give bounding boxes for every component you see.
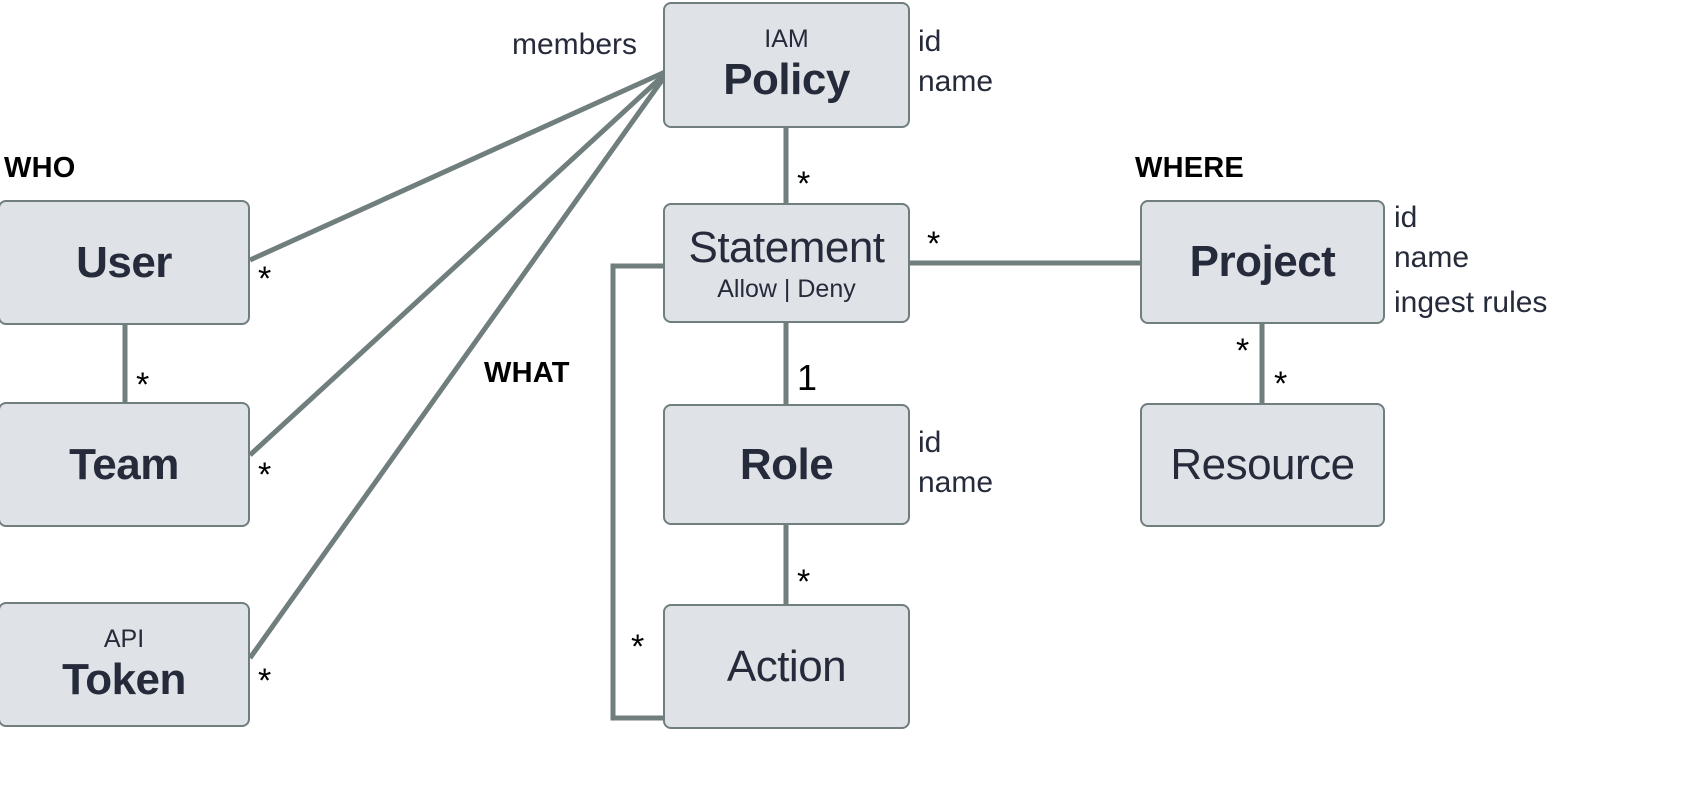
node-action[interactable]: Action — [663, 604, 910, 729]
mult-statement-role: 1 — [797, 357, 818, 398]
mult-team-policy: * — [258, 456, 272, 494]
node-project-title: Project — [1189, 237, 1336, 286]
node-role[interactable]: Role — [663, 404, 910, 525]
node-api-token-title: Token — [62, 654, 186, 704]
node-project[interactable]: Project — [1140, 200, 1385, 324]
edge-token-policy — [247, 74, 668, 660]
node-policy-sub: IAM — [764, 25, 809, 53]
mult-project-resource-bottom: * — [1274, 365, 1288, 403]
node-action-title: Action — [726, 641, 847, 691]
mult-role-action: * — [797, 563, 811, 601]
attr-policy-name: name — [918, 65, 994, 98]
mult-token-policy: * — [258, 662, 272, 700]
attr-role-name: name — [918, 466, 994, 499]
mult-statement-action: * — [631, 628, 645, 666]
node-user-title: User — [76, 237, 172, 287]
attr-policy-id: id — [918, 25, 942, 58]
node-statement-title: Statement — [688, 223, 885, 272]
node-user[interactable]: User — [0, 200, 250, 325]
attr-project-name: name — [1394, 241, 1470, 274]
node-policy-title: Policy — [723, 55, 850, 104]
edge-team-policy — [248, 72, 667, 457]
mult-project-resource-top: * — [1236, 332, 1250, 370]
node-team[interactable]: Team — [0, 402, 250, 527]
node-team-title: Team — [69, 439, 179, 489]
edge-label-members: members — [512, 28, 638, 61]
attr-project-id: id — [1394, 201, 1418, 234]
node-resource[interactable]: Resource — [1140, 403, 1385, 527]
node-statement[interactable]: Statement Allow | Deny — [663, 203, 910, 323]
edge-user-policy — [248, 69, 667, 263]
node-policy[interactable]: IAM Policy — [663, 2, 910, 128]
attr-role-id: id — [918, 426, 942, 459]
mult-user-policy: * — [258, 260, 272, 298]
mult-statement-project: * — [927, 225, 941, 263]
node-role-title: Role — [739, 439, 834, 489]
mult-policy-statement: * — [797, 165, 811, 203]
node-api-token[interactable]: API Token — [0, 602, 250, 727]
node-api-token-sub: API — [103, 624, 145, 653]
group-label-where: WHERE — [1135, 152, 1244, 184]
node-resource-title: Resource — [1170, 440, 1355, 489]
attr-project-ingest-rules: ingest rules — [1394, 286, 1548, 319]
group-label-who: WHO — [4, 152, 76, 184]
mult-user-team: * — [136, 366, 150, 404]
group-label-what: WHAT — [484, 357, 570, 389]
node-statement-effect: Allow | Deny — [717, 275, 856, 303]
